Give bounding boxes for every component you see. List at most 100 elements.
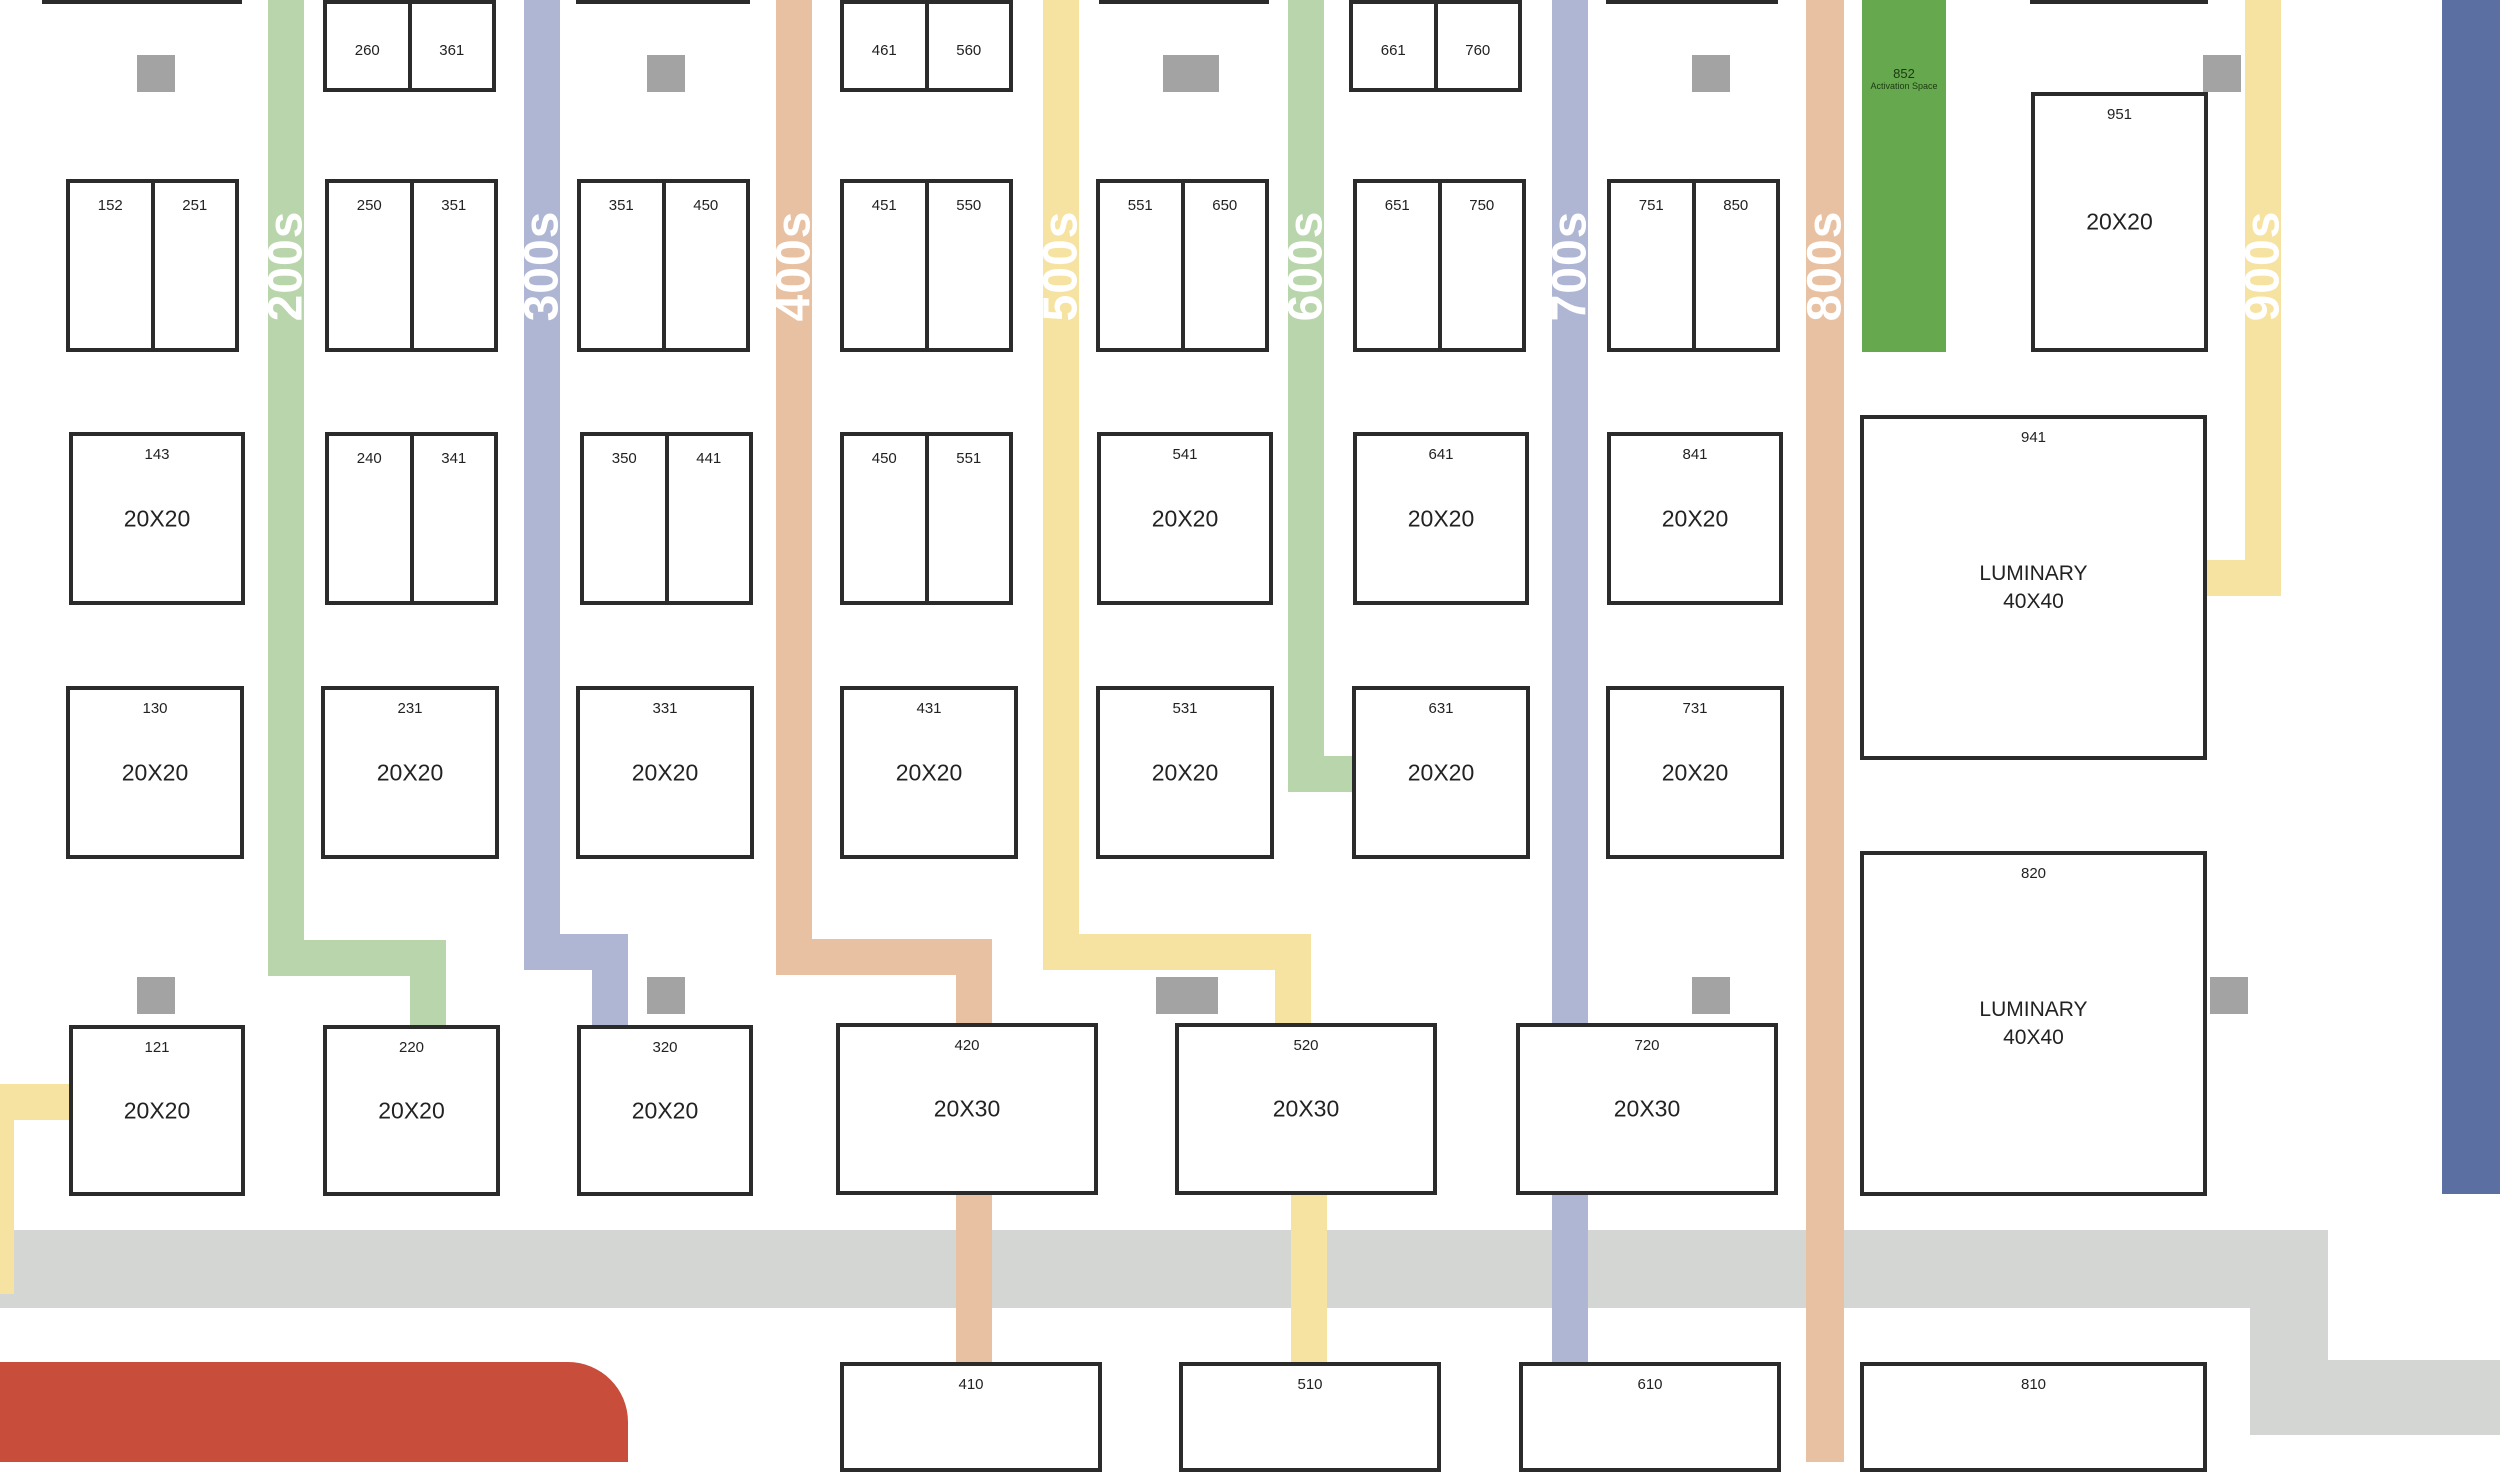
booth[interactable]: 510 [1179,1362,1441,1472]
booth-cell[interactable]: 341 [409,436,495,601]
booth-size: 20X20 [376,759,444,785]
activation-space[interactable]: 852 Activation Space [1862,0,1946,352]
booth-number: 750 [1469,197,1495,214]
booth[interactable]: 541 20X20 [1097,432,1273,605]
booth-cell[interactable]: 450 [844,436,925,601]
column-marker [1692,977,1730,1014]
booth-cell[interactable]: 240 [329,436,410,601]
booth-cell[interactable]: 661 [1353,4,1434,88]
booth-cell[interactable]: 651 [1357,183,1438,348]
booth-number: 220 [398,1039,425,1056]
booth-cell[interactable]: 551 [1100,183,1181,348]
booth[interactable]: 531 20X20 [1096,686,1274,859]
booth[interactable]: 420 20X30 [836,1023,1098,1195]
booth-cell[interactable]: 250 [329,183,410,348]
split-booth[interactable]: 751 850 [1607,179,1780,352]
booth-size: 20X20 [121,759,189,785]
booth-size: 20X20 [1661,505,1729,531]
split-booth[interactable]: 250 351 [325,179,498,352]
split-booth[interactable]: 351 450 [577,179,750,352]
split-booth[interactable]: 651 750 [1353,179,1526,352]
booth-cell[interactable]: 361 [407,4,493,88]
booth-cell[interactable]: 152 [70,183,151,348]
booth[interactable]: 641 20X20 [1353,432,1529,605]
booth-cell[interactable]: 850 [1691,183,1777,348]
booth-size: 20X20 [2086,208,2153,235]
aisle-900s-path [2205,560,2281,596]
booth-number: 651 [1384,197,1410,214]
booth[interactable]: 951 20X20 [2031,92,2208,352]
booth-cell[interactable]: 560 [924,4,1010,88]
booth-cell[interactable]: 760 [1433,4,1519,88]
booth-cell[interactable]: 451 [844,183,925,348]
booth-size: 20X20 [378,1097,445,1123]
booth-cell[interactable]: 350 [584,436,665,601]
split-booth[interactable]: 661 760 [1349,0,1522,92]
booth[interactable]: 331 20X20 [576,686,754,859]
booth-number: 941 [2020,429,2047,446]
booth-cell[interactable]: 751 [1611,183,1692,348]
column-marker [137,55,175,92]
booth[interactable]: 520 20X30 [1175,1023,1437,1195]
booth-number: 951 [2106,106,2133,123]
booth-cell[interactable]: 550 [924,183,1010,348]
booth-number: 641 [1428,446,1454,463]
booth-cell[interactable]: 441 [664,436,750,601]
booth-cell[interactable]: 450 [661,183,747,348]
booth[interactable]: 320 20X20 [577,1025,753,1196]
booth-cell[interactable]: 351 [581,183,662,348]
booth-number: 751 [1638,197,1664,214]
booth-cell[interactable]: 260 [327,4,408,88]
booth[interactable]: 121 20X20 [69,1025,245,1196]
booth-cell[interactable]: 251 [150,183,236,348]
booth-number: 361 [439,42,465,59]
booth-size: LUMINARY 40X40 [1979,561,2088,613]
booth-cell[interactable]: 750 [1437,183,1523,348]
booth-cell[interactable]: 351 [409,183,495,348]
booth[interactable]: 841 20X20 [1607,432,1783,605]
booth[interactable]: 610 [1519,1362,1781,1472]
aisle-label-200s: 200s [259,210,313,322]
booth-cell[interactable]: 461 [844,4,925,88]
booth[interactable]: 720 20X30 [1516,1023,1778,1195]
booth-size: 20X20 [895,759,963,785]
booth-size: 20X20 [123,1097,191,1123]
booth[interactable]: 810 [1860,1362,2207,1472]
aisle-500s-path [1291,1192,1327,1367]
split-booth[interactable]: 451 550 [840,179,1013,352]
column-marker [1163,55,1219,92]
column-marker [1692,55,1730,92]
booth-number: 850 [1723,197,1749,214]
booth-number: 450 [693,197,719,214]
split-booth[interactable]: 551 650 [1096,179,1269,352]
split-booth[interactable]: 260 361 [323,0,496,92]
booth-number: 320 [652,1039,678,1056]
booth[interactable]: 410 [840,1362,1102,1472]
aisle-200s-path [410,940,446,1026]
column-marker [647,55,685,92]
booth[interactable]: 431 20X20 [840,686,1018,859]
split-booth[interactable]: 350 441 [580,432,753,605]
right-wall [2442,0,2500,1194]
split-booth[interactable]: 461 560 [840,0,1013,92]
booth[interactable]: 130 20X20 [66,686,244,859]
booth-luminary[interactable]: 941 LUMINARY 40X40 [1860,415,2207,760]
booth[interactable]: 231 20X20 [321,686,499,859]
booth-number: 731 [1682,700,1708,717]
split-booth[interactable]: 450 551 [840,432,1013,605]
booth-number: 231 [397,700,423,717]
booth-size: 20X30 [933,1095,1001,1122]
booth-number: 431 [916,700,942,717]
booth-number: 331 [652,700,678,717]
booth[interactable]: 631 20X20 [1352,686,1530,859]
split-booth[interactable]: 240 341 [325,432,498,605]
booth-cell[interactable]: 551 [924,436,1010,601]
booth-cell[interactable]: 650 [1180,183,1266,348]
aisle-500s-path [1043,934,1311,970]
booth-luminary[interactable]: 820 LUMINARY 40X40 [1860,851,2207,1196]
booth[interactable]: 220 20X20 [323,1025,500,1196]
booth[interactable]: 731 20X20 [1606,686,1784,859]
split-booth[interactable]: 152 251 [66,179,239,352]
booth-number: 441 [696,450,722,467]
booth[interactable]: 143 20X20 [69,432,245,605]
